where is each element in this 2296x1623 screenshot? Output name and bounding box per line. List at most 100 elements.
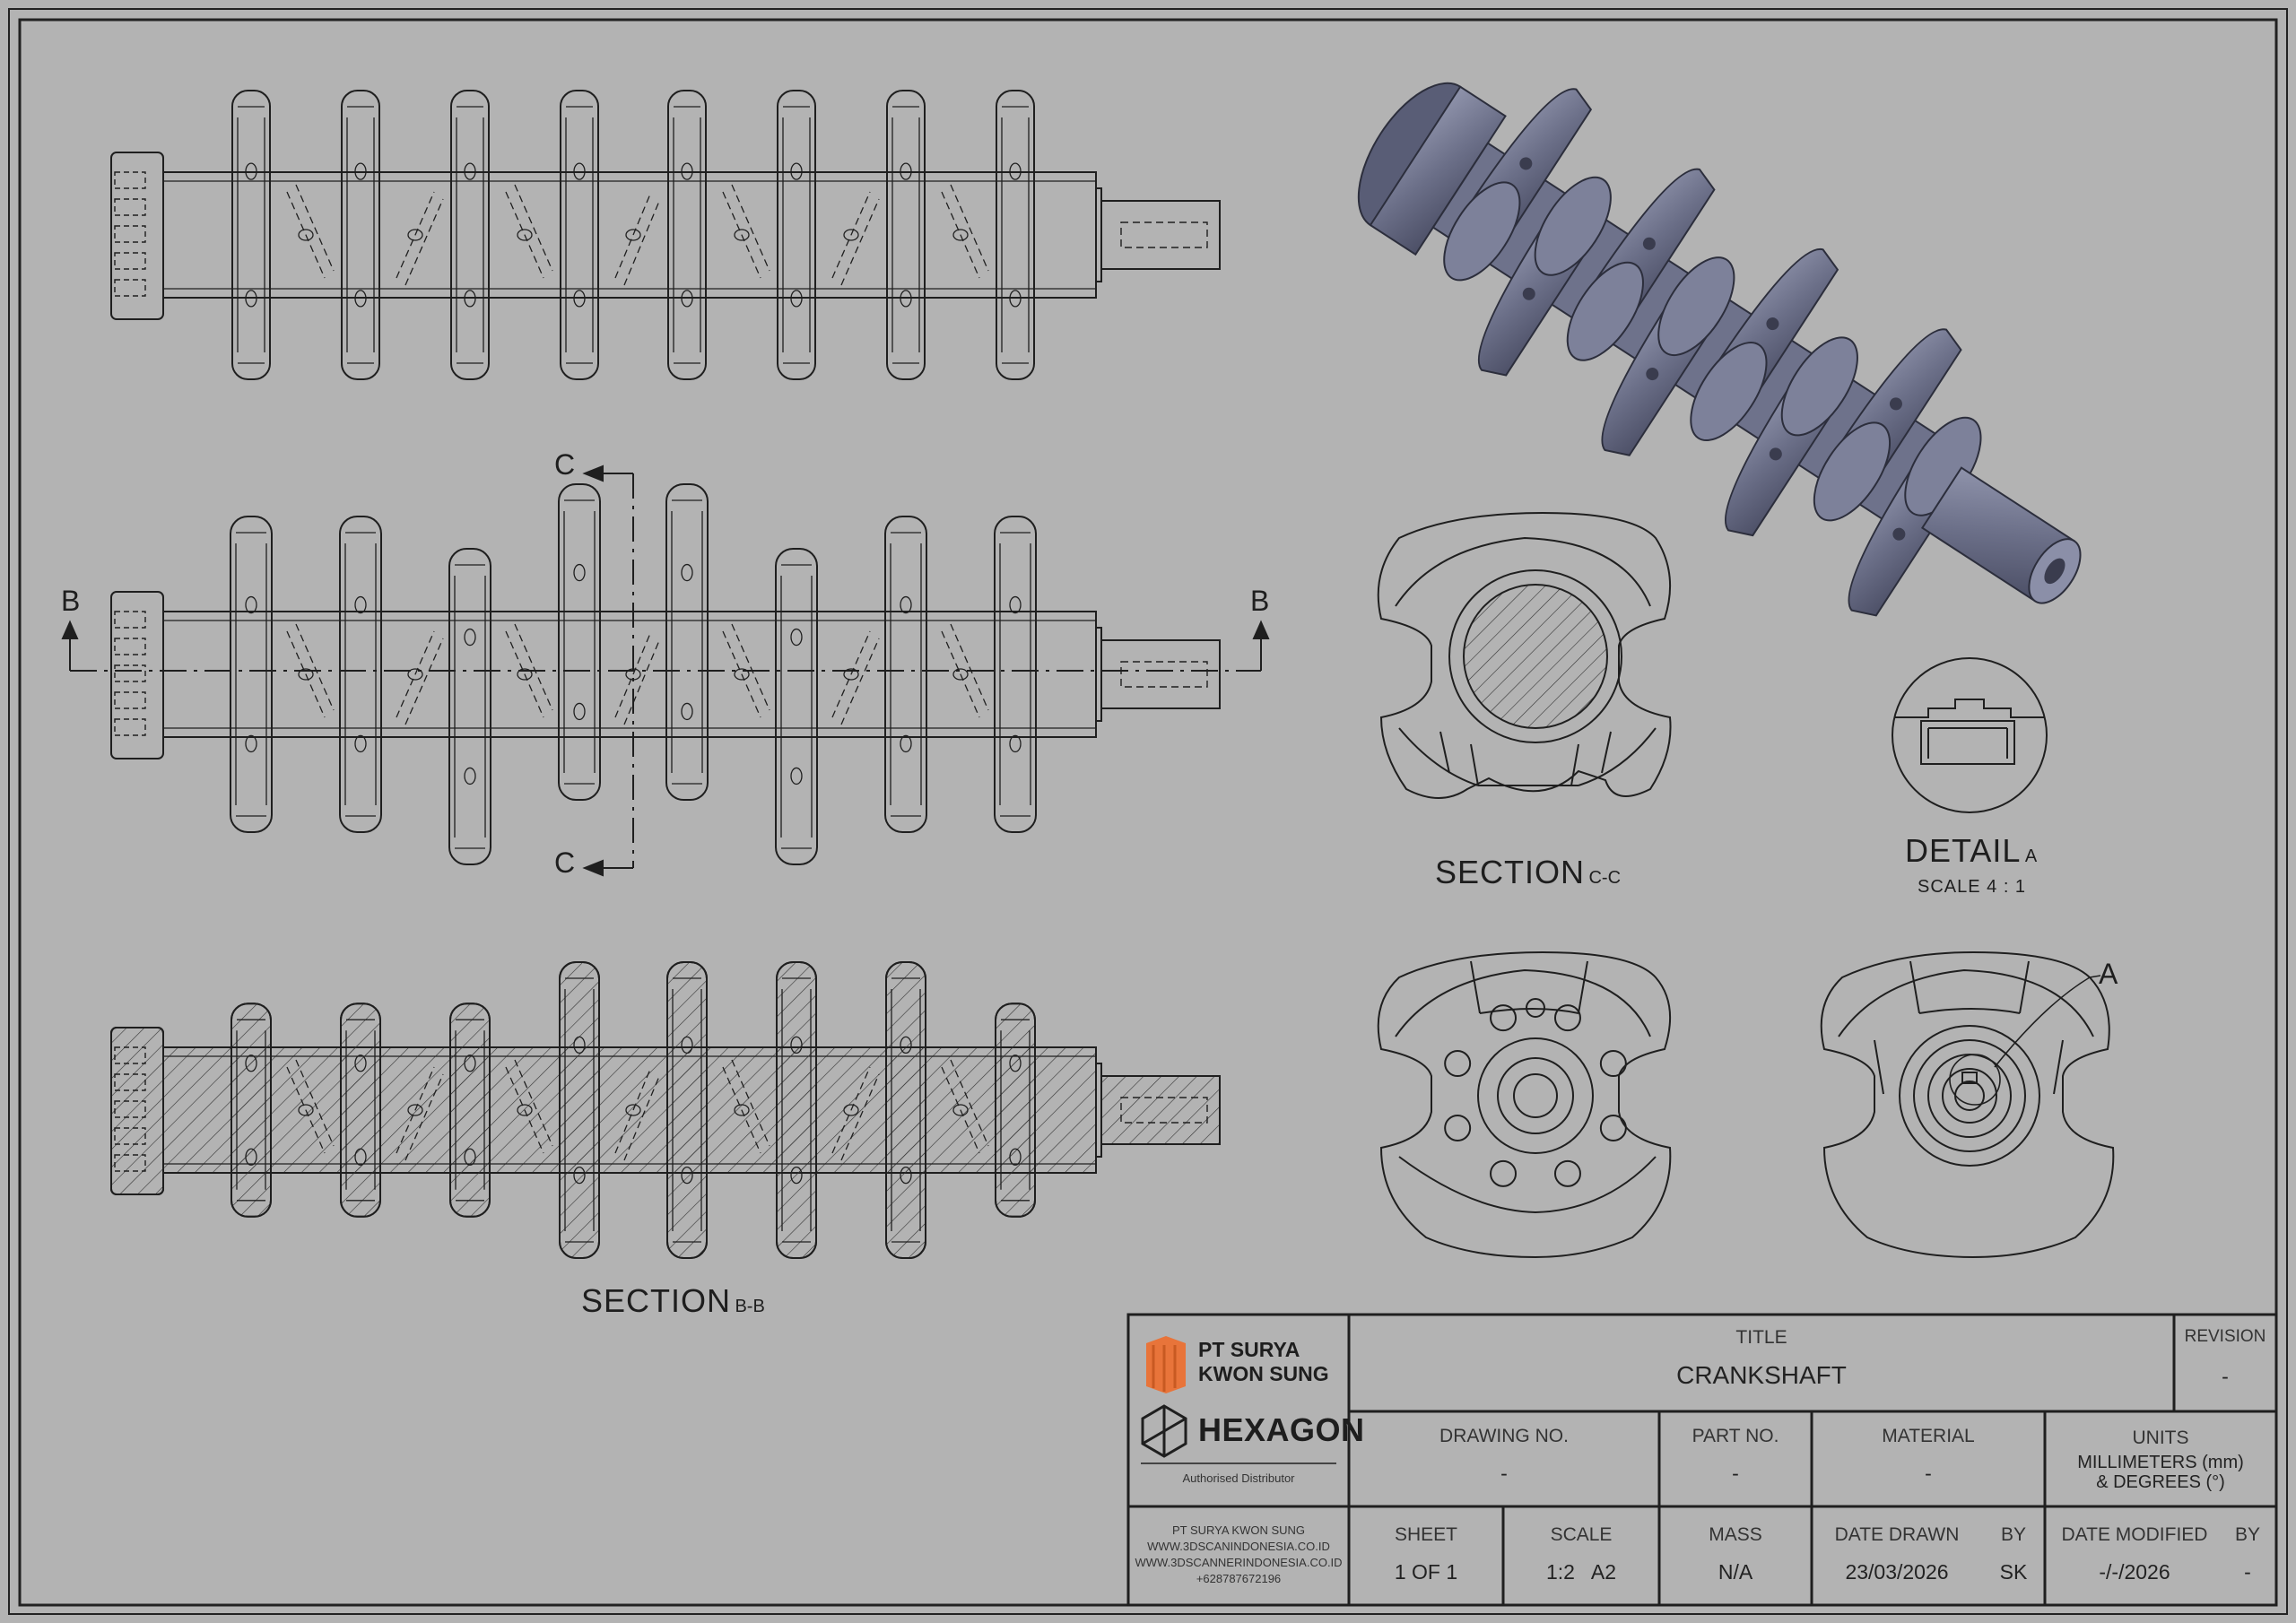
oil-passage-hidden (614, 630, 652, 718)
flange-hidden-slot (114, 638, 146, 655)
crank-web (450, 90, 490, 380)
material-label: MATERIAL (1882, 1426, 1975, 1446)
crank-web-hatch (230, 1002, 272, 1218)
section-cc-title: SECTION C-C (1435, 854, 1622, 890)
journal-hole (298, 229, 314, 241)
oil-passage-hidden (722, 1066, 761, 1154)
flange-hidden-slot (114, 198, 146, 216)
journal-hole (952, 1104, 969, 1116)
drawing-no-label: DRAWING NO. (1439, 1426, 1569, 1446)
front-flange-hatch (110, 1027, 164, 1195)
flange-hidden-slot (114, 1154, 146, 1172)
rear-snout (1100, 200, 1221, 270)
detail-a-title: DETAIL A (1905, 832, 2038, 869)
crank-web (230, 516, 273, 833)
crank-web-hatch (449, 1002, 491, 1218)
bolt-hole (1444, 1114, 1472, 1141)
journal-hole (625, 1104, 641, 1116)
journal-hole (843, 668, 859, 681)
crank-web-hatch (559, 961, 600, 1259)
outer-border (8, 8, 2288, 1615)
oil-passage-hidden (722, 630, 761, 718)
date-modified-value: -/-/2026 (2099, 1560, 2170, 1584)
section-cc-view (1377, 511, 1672, 799)
journal-hole (843, 229, 859, 241)
hexagon-logo-icon (1141, 1404, 1187, 1458)
cut-view (110, 483, 1221, 865)
journal-hole (517, 1104, 533, 1116)
flange-hidden-slot (114, 1073, 146, 1091)
oil-passage-hidden (831, 630, 871, 718)
oil-hole (681, 162, 693, 180)
bolt-hole (1490, 1159, 1518, 1187)
oil-hole (464, 1055, 476, 1072)
oil-passage-hidden (396, 191, 435, 279)
shaft-body-hatch (162, 1046, 1097, 1174)
section-bb-view (110, 961, 1221, 1259)
by-label-drawn: BY (2000, 1524, 2026, 1545)
oil-passage-hidden (941, 630, 980, 718)
oil-passage-hidden (396, 1066, 435, 1154)
oil-hole (245, 290, 257, 308)
date-drawn-label: DATE DRAWN (1834, 1524, 1960, 1545)
by-value-modified: - (2244, 1560, 2251, 1584)
flange-hidden-slot (114, 1046, 146, 1064)
oil-passage-hidden (505, 191, 544, 279)
iso-oil-hole (1892, 527, 1906, 541)
flange-hidden-slot (114, 171, 146, 189)
oil-hole (681, 290, 693, 308)
crank-web (339, 516, 382, 833)
journal-hole (843, 1104, 859, 1116)
oil-hole (245, 734, 257, 753)
oil-passage-hidden (614, 1066, 652, 1154)
flange-hidden-slot (114, 664, 146, 682)
oil-passage-hidden (840, 1073, 880, 1161)
bolt-hole (1599, 1050, 1627, 1078)
oil-passage-hidden (840, 198, 880, 286)
front-view (110, 90, 1221, 380)
oil-hole (681, 702, 693, 721)
iso-oil-hole (1642, 237, 1656, 250)
oil-passage-hidden (505, 1066, 544, 1154)
material-value: - (1925, 1462, 1932, 1485)
oil-hole (464, 767, 476, 785)
journal-hole (952, 668, 969, 681)
oil-passage-hidden (950, 1059, 989, 1147)
iso-web-face (1443, 181, 1521, 282)
oil-passage-hidden (286, 1066, 326, 1154)
by-value-drawn: SK (1999, 1560, 2028, 1584)
oil-hole (573, 563, 586, 582)
oil-hole (354, 1148, 367, 1166)
oil-passage-hidden (941, 1066, 980, 1154)
revision-label: REVISION (2184, 1327, 2266, 1346)
iso-web-face (1566, 261, 1644, 361)
oil-passage-hidden (950, 623, 989, 711)
oil-hole (900, 1036, 912, 1055)
oil-hole (354, 290, 367, 308)
oil-hole (464, 290, 476, 308)
company-logo-icon (1146, 1336, 1186, 1393)
crank-web-hatch (885, 961, 926, 1259)
journal-hole (952, 229, 969, 241)
iso-web-face (1657, 256, 1735, 357)
bolt-hole (1553, 1004, 1581, 1032)
oil-hole (790, 767, 803, 785)
oil-passage-hidden (840, 638, 880, 725)
oil-passage-hidden (286, 630, 326, 718)
oil-hole (464, 1148, 476, 1166)
oil-hole (573, 1036, 586, 1055)
oil-passage-hidden (396, 630, 435, 718)
part-no-label: PART NO. (1692, 1426, 1779, 1446)
journal-hole (625, 229, 641, 241)
oil-passage-hidden (614, 191, 652, 279)
bolt-hole (1553, 1159, 1581, 1187)
oil-hole (1009, 734, 1022, 753)
iso-oil-hole (1766, 317, 1779, 331)
date-modified-label: DATE MODIFIED (2061, 1524, 2208, 1545)
front-flange (110, 152, 164, 320)
detail-callout-label: A (2099, 958, 2118, 990)
flange-hidden-slot (114, 611, 146, 629)
oil-hole (1009, 595, 1022, 614)
date-drawn-value: 23/03/2026 (1845, 1560, 1949, 1584)
journal-hole (734, 668, 750, 681)
